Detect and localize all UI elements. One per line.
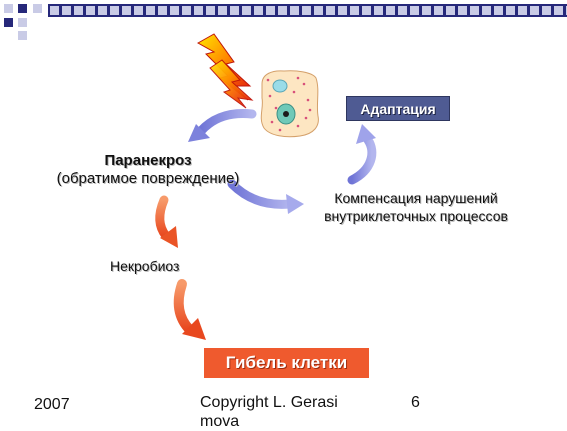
compensation-line2: внутриклеточных процессов <box>324 208 508 224</box>
header-checker-square <box>278 6 287 15</box>
header-checker-square <box>242 6 251 15</box>
header-square <box>18 18 27 27</box>
footer-year: 2007 <box>34 396 70 413</box>
header-checker-square <box>74 6 83 15</box>
header-checker-square <box>518 6 527 15</box>
header-checker-square <box>314 6 323 15</box>
footer-page-number: 6 <box>411 394 420 411</box>
header-checker-square <box>338 6 347 15</box>
header-checker-square <box>374 6 383 15</box>
header-checker-square <box>410 6 419 15</box>
header-checker-square <box>458 6 467 15</box>
header-checker-square <box>206 6 215 15</box>
header-checker-square <box>422 6 431 15</box>
header-checker-square <box>50 6 59 15</box>
paranecrosis-subtitle: (обратимое повреждение) <box>56 170 240 187</box>
header-checker-square <box>554 6 563 15</box>
arrow-to-cell-death <box>173 279 206 340</box>
adaptation-box: Адаптация <box>346 96 450 121</box>
header-checker-square <box>194 6 203 15</box>
header-checker-square <box>530 6 539 15</box>
header-checker-square <box>446 6 455 15</box>
header-square <box>4 4 13 13</box>
header-checker-square <box>86 6 95 15</box>
cell-icon <box>260 70 319 138</box>
header-checker-square <box>266 6 275 15</box>
header-square <box>18 31 27 40</box>
header-square <box>33 4 42 13</box>
arrow-to-adaptation <box>347 124 377 185</box>
header-checker-square <box>470 6 479 15</box>
arrow-to-necrobiosis <box>155 195 178 248</box>
header-checker-square <box>398 6 407 15</box>
header-checker-pattern <box>50 6 567 15</box>
header-checker-square <box>290 6 299 15</box>
header-checker-square <box>386 6 395 15</box>
header-checker-square <box>158 6 167 15</box>
header-checker-square <box>302 6 311 15</box>
header-checker-square <box>122 6 131 15</box>
header-checker-square <box>350 6 359 15</box>
header-checker-square <box>110 6 119 15</box>
header-checker-square <box>494 6 503 15</box>
header-checker-square <box>98 6 107 15</box>
footer-copyright-line1: Copyright L. Gerasi <box>200 394 338 411</box>
header-square <box>18 4 27 13</box>
header-checker-square <box>434 6 443 15</box>
header-checker-square <box>326 6 335 15</box>
header-checker-square <box>542 6 551 15</box>
header-checker-square <box>506 6 515 15</box>
necrobiosis-label: Некробиоз <box>110 258 180 274</box>
header-checker-square <box>482 6 491 15</box>
lightning-icon <box>196 33 254 109</box>
header-square <box>4 18 13 27</box>
cell-death-box: Гибель клетки <box>204 348 369 378</box>
footer-copyright-line2: mova <box>200 413 240 430</box>
header-checker-square <box>134 6 143 15</box>
header-checker-square <box>62 6 71 15</box>
header-checker-square <box>170 6 179 15</box>
paranecrosis-title: Паранекроз <box>104 152 192 169</box>
header-checker-square <box>230 6 239 15</box>
header-checker-square <box>182 6 191 15</box>
header-checker-square <box>254 6 263 15</box>
header-checker-square <box>218 6 227 15</box>
compensation-line1: Компенсация нарушений <box>334 190 498 206</box>
header-checker-square <box>362 6 371 15</box>
arrow-to-paranecrosis <box>188 109 257 142</box>
arrow-to-compensation <box>227 179 304 214</box>
header-checker-square <box>146 6 155 15</box>
